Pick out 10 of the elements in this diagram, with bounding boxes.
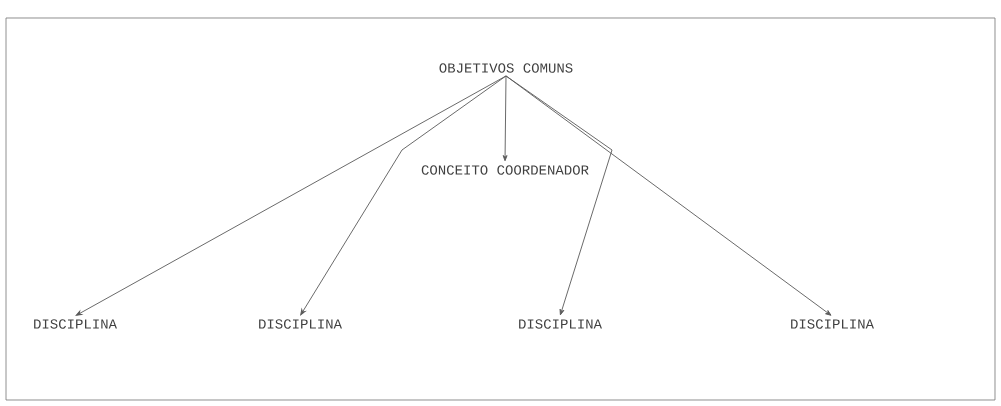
arrow [505,75,832,316]
heading-text: OBJETIVOS COMUNS [439,63,573,73]
arrow [505,75,613,316]
concept-text: CONCEITO COORDENADOR [421,165,589,175]
discipline-text: DISCIPLINA [259,319,342,329]
discipline-text: DISCIPLINA [519,319,602,329]
discipline-text: DISCIPLINA [34,319,117,329]
arrow [300,75,507,316]
discipline-text: DISCIPLINA [791,319,874,329]
arrow [502,75,508,162]
